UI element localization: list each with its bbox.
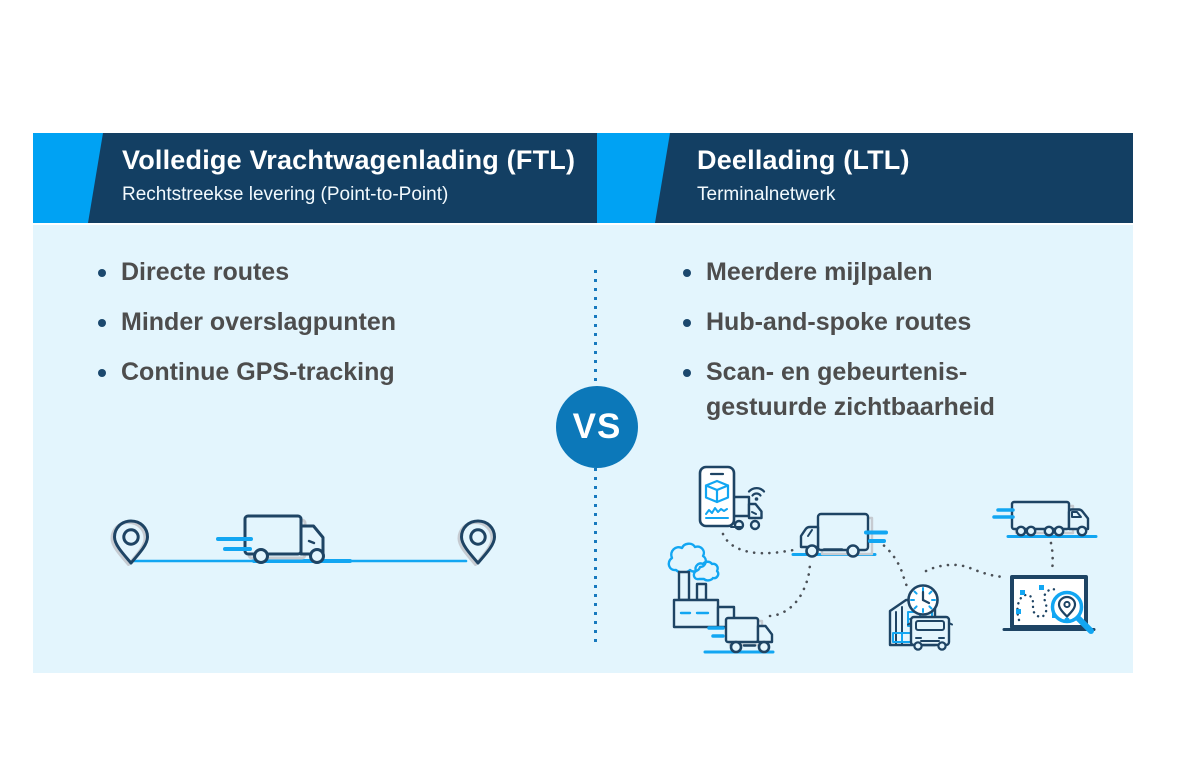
package-icon (704, 479, 730, 504)
ftl-ltl-comparison: Volledige Vrachtwagenlading (FTL) Rechts… (33, 133, 1133, 673)
semi-truck-icon (992, 500, 1098, 538)
ltl-network-illustration (667, 465, 1098, 654)
ltl-bullet-list: Meerdere mijlpalen Hub-and-spoke routes … (683, 255, 1013, 440)
bullet-text: Scan- en gebeurtenis-gestuurde zichtbaar… (706, 358, 995, 421)
ftl-route-illustration (110, 514, 496, 566)
magnifier-icon (1050, 590, 1094, 634)
ftl-header: Volledige Vrachtwagenlading (FTL) Rechts… (122, 144, 575, 206)
list-item: Minder overslagpunten (98, 305, 428, 340)
vs-label: VS (572, 407, 622, 446)
header-band: Volledige Vrachtwagenlading (FTL) Rechts… (33, 133, 1133, 223)
factory-icon (667, 542, 736, 629)
ftl-header-background (88, 133, 597, 223)
ltl-title: Deellading (LTL) (697, 145, 910, 175)
bullet-dot (683, 369, 691, 377)
factory-truck-icon (703, 616, 775, 654)
ltl-subtitle: Terminalnetwerk (697, 184, 836, 205)
bullet-dot (98, 369, 106, 377)
bullet-dot (683, 319, 691, 327)
smoke-cloud-icon (667, 542, 720, 582)
bullet-dot (98, 319, 106, 327)
tracking-chart (705, 507, 729, 519)
bullet-text: Minder overslagpunten (121, 308, 397, 336)
box-truck-icon (791, 512, 888, 558)
ftl-title: Volledige Vrachtwagenlading (FTL) (122, 145, 576, 175)
ltl-header-background (655, 133, 1133, 223)
list-item: Meerdere mijlpalen (683, 255, 1013, 290)
bullet-dot (98, 269, 106, 277)
clock-icon (907, 584, 939, 616)
delivery-van-front-icon (907, 615, 953, 651)
vs-badge: VS (556, 386, 638, 468)
delivery-truck-icon (216, 514, 325, 564)
ltl-header: Deellading (LTL) Terminalnetwerk (697, 144, 910, 206)
list-item: Continue GPS-tracking (98, 355, 428, 390)
wifi-icon (747, 487, 766, 501)
bullet-text: Continue GPS-tracking (121, 358, 395, 386)
phone-package-tracking-icon (698, 465, 736, 528)
bullet-dot (683, 269, 691, 277)
bullet-text: Directe routes (121, 258, 290, 286)
ftl-subtitle: Rechtstreekse levering (Point-to-Point) (122, 184, 449, 205)
list-item: Hub-and-spoke routes (683, 305, 1013, 340)
list-item: Scan- en gebeurtenis-gestuurde zichtbaar… (683, 355, 1013, 425)
list-item: Directe routes (98, 255, 428, 290)
location-pin-icon (110, 519, 149, 566)
bullet-text: Meerdere mijlpalen (706, 258, 933, 286)
ftl-bullet-list: Directe routes Minder overslagpunten Con… (98, 255, 428, 405)
location-pin-icon (457, 519, 496, 566)
dotted-route-path (721, 532, 1054, 618)
bullet-text: Hub-and-spoke routes (706, 308, 972, 336)
